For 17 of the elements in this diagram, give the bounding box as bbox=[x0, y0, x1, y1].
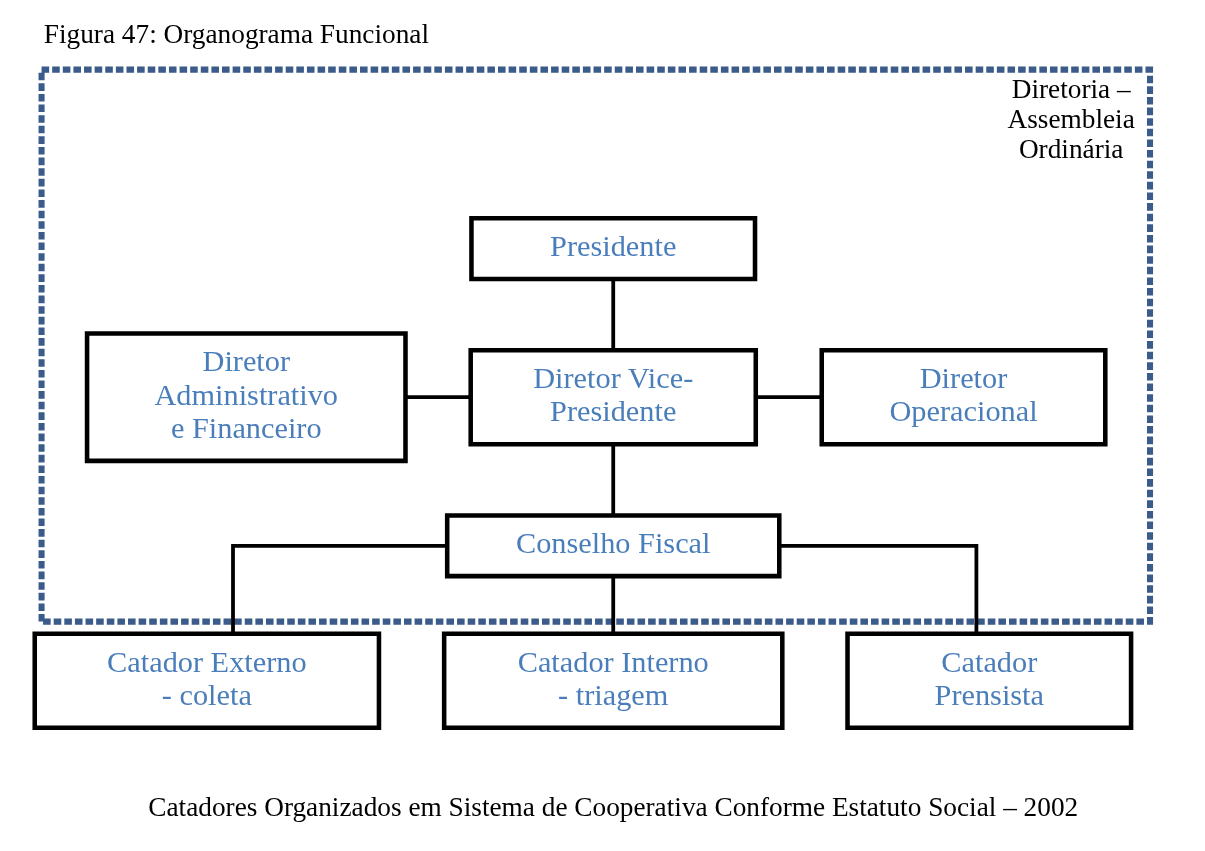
node-box: Diretor Operacional bbox=[818, 347, 1108, 446]
connector bbox=[755, 394, 822, 399]
node-box: Catador Interno - triagem bbox=[441, 630, 785, 730]
node-box: Conselho Fiscal bbox=[444, 512, 782, 578]
node-box: Diretor Administrativo e Financeiro bbox=[84, 330, 408, 463]
connector bbox=[610, 443, 615, 515]
node-box: Diretor Vice-Presidente bbox=[467, 347, 758, 446]
node-box: Presidente bbox=[468, 215, 757, 281]
connector bbox=[778, 543, 978, 634]
node-box: Catador Prensista bbox=[844, 630, 1133, 730]
connector bbox=[610, 278, 615, 350]
connector bbox=[230, 543, 447, 634]
diagram-title: Figura 47: Organograma Funcional bbox=[43, 18, 429, 49]
node-box: Catador Externo - coleta bbox=[31, 630, 381, 730]
connector bbox=[405, 394, 470, 399]
connector bbox=[610, 575, 615, 633]
caption: Catadores Organizados em Sistema de Cooperativa Conforme Estatuto Social – 2002 bbox=[147, 791, 1078, 822]
